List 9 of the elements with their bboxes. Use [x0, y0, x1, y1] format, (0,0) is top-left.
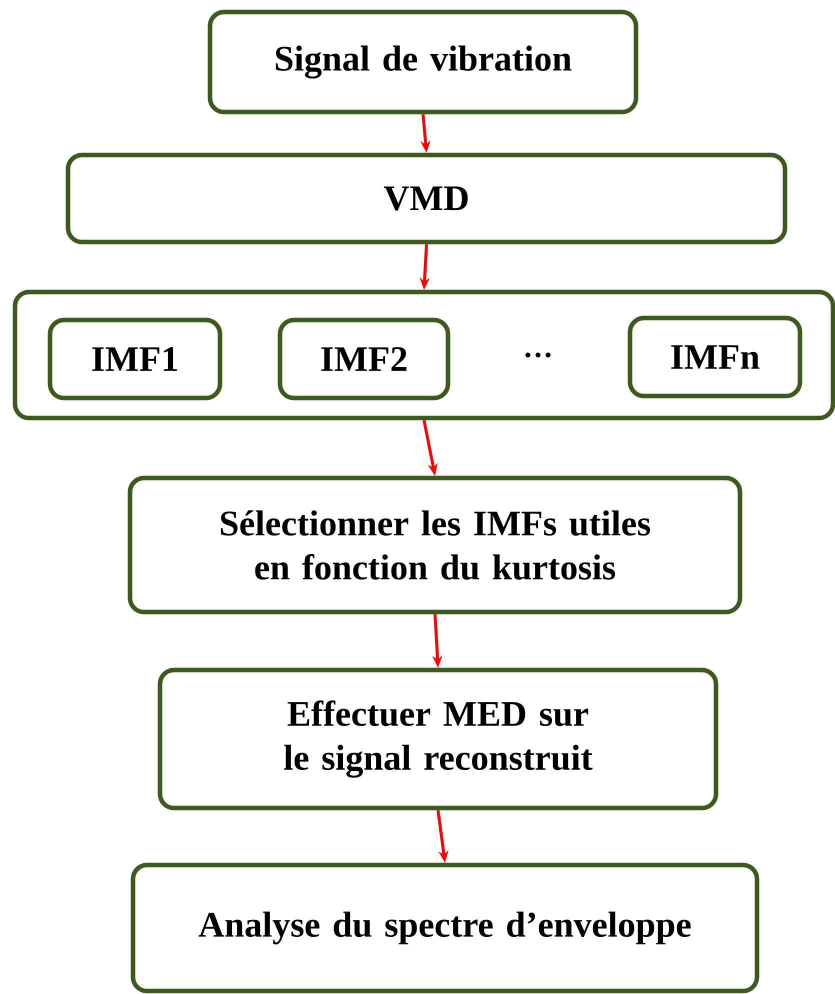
- process-box: Analyse du spectre d’enveloppe: [130, 862, 760, 994]
- process-box: Sélectionner les IMFs utiles en fonction du kurtosis: [128, 476, 742, 614]
- process-box: Effectuer MED sur le signal reconstruit: [158, 668, 718, 810]
- process-box: VMD: [66, 152, 788, 244]
- ellipsis-text: …: [526, 352, 551, 358]
- imf-box: IMFn: [628, 316, 802, 398]
- imf-box: IMF2: [278, 318, 450, 400]
- imf-box: IMF1: [48, 318, 222, 400]
- process-box: Signal de vibration: [208, 10, 638, 114]
